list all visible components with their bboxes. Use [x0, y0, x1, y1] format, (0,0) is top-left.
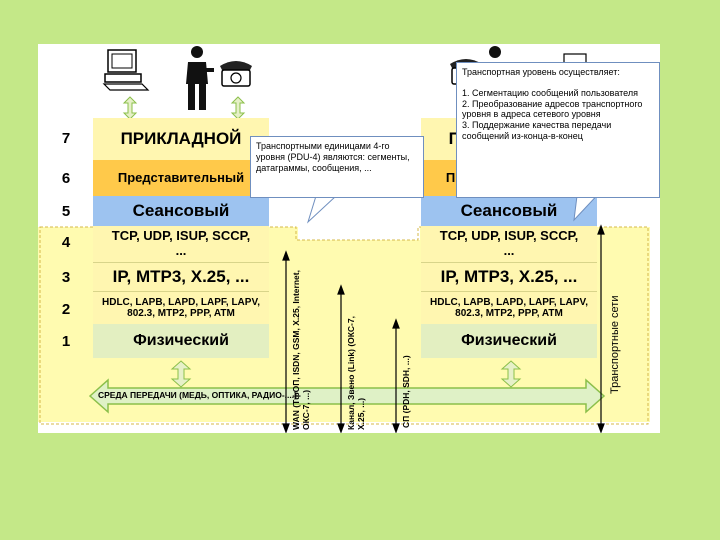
diagram-area: 7 6 5 4 3 2 1 — [38, 44, 660, 433]
transport-layer-item-2: 2. Преобразование адресов транспортного … — [462, 99, 654, 121]
transport-layer-callout: Транспортная уровень осуществляет: 1. Се… — [456, 62, 660, 198]
transport-layer-callout-title: Транспортная уровень осуществляет: — [462, 67, 654, 78]
transport-layer-item-3: 3. Поддержание качества передачи сообщен… — [462, 120, 654, 142]
transport-units-callout: Транспортными единицами 4-го уровня (PDU… — [250, 136, 424, 198]
transport-layer-item-1: 1. Сегментацию сообщений пользователя — [462, 88, 654, 99]
transport-units-callout-text: Транспортными единицами 4-го уровня (PDU… — [256, 141, 410, 173]
